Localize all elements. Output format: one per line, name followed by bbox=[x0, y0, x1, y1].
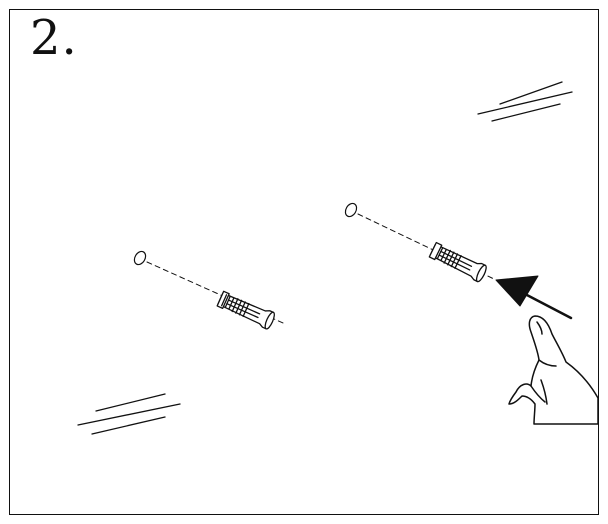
drill-hole-icon bbox=[344, 202, 358, 218]
step-number: 2. bbox=[30, 10, 78, 66]
drill-hole-icon bbox=[133, 250, 147, 266]
push-direction-arrow-icon bbox=[495, 275, 573, 320]
wall-plug-anchor-icon bbox=[216, 290, 275, 330]
wall-surface-lines-icon bbox=[77, 393, 181, 435]
pointing-finger-hand-icon bbox=[508, 315, 599, 425]
insertion-guide-line bbox=[146, 261, 284, 324]
wall-plug-anchor-icon bbox=[428, 241, 487, 283]
wall-surface-lines-icon bbox=[477, 81, 573, 122]
